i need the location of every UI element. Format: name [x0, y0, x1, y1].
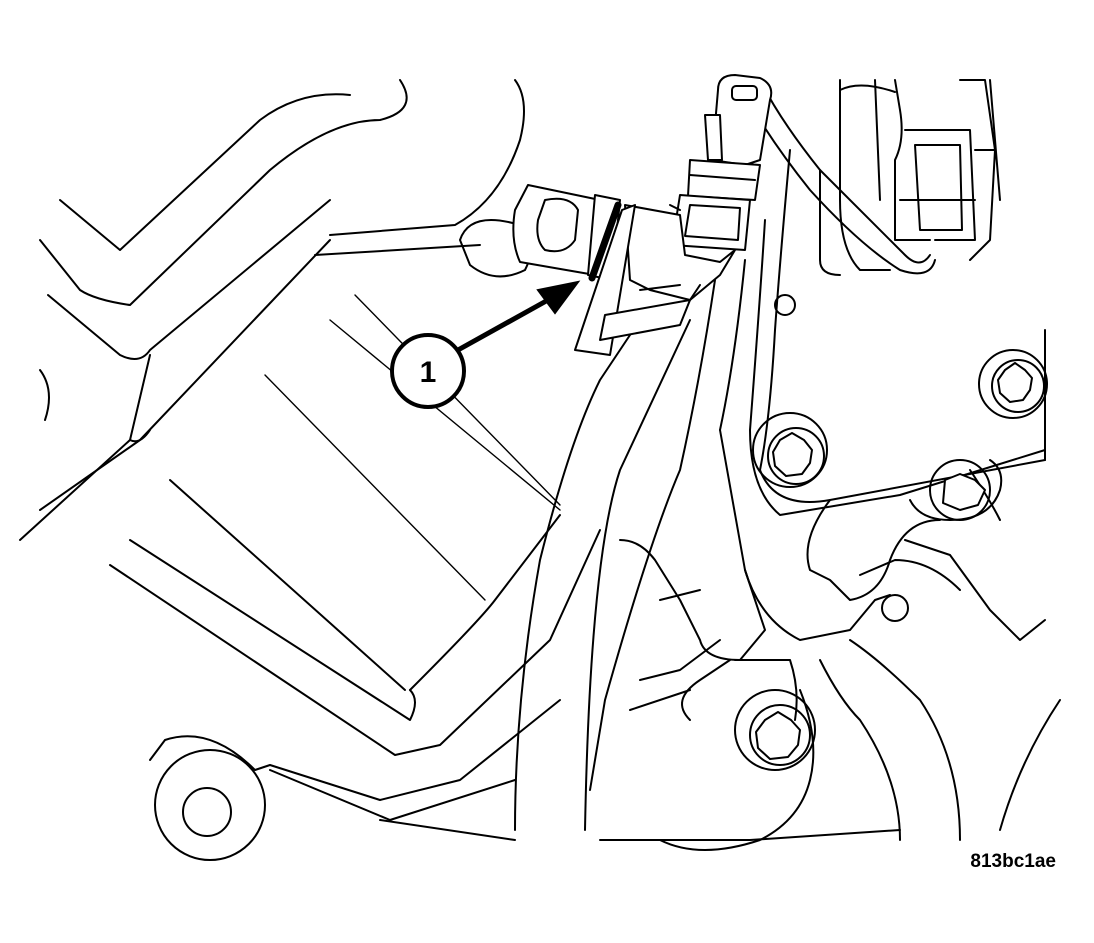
housing-cover [19, 79, 601, 861]
bolt-upper-right [978, 349, 1048, 419]
callout-1: 1 [390, 280, 581, 409]
callout-arrowhead [536, 280, 581, 315]
callout-leader-arrow [456, 297, 550, 353]
bolt-lower [734, 689, 816, 771]
bolt-lower-right [929, 459, 991, 521]
callout-number: 1 [420, 356, 437, 389]
sensor [512, 184, 736, 356]
bolt-middle [752, 412, 828, 488]
callout-circle [390, 333, 466, 409]
figure-id: 813bc1ae [970, 851, 1056, 872]
sensor-o-ring [588, 201, 622, 282]
wiring-harness [744, 79, 1001, 276]
electrical-connector [669, 74, 773, 251]
